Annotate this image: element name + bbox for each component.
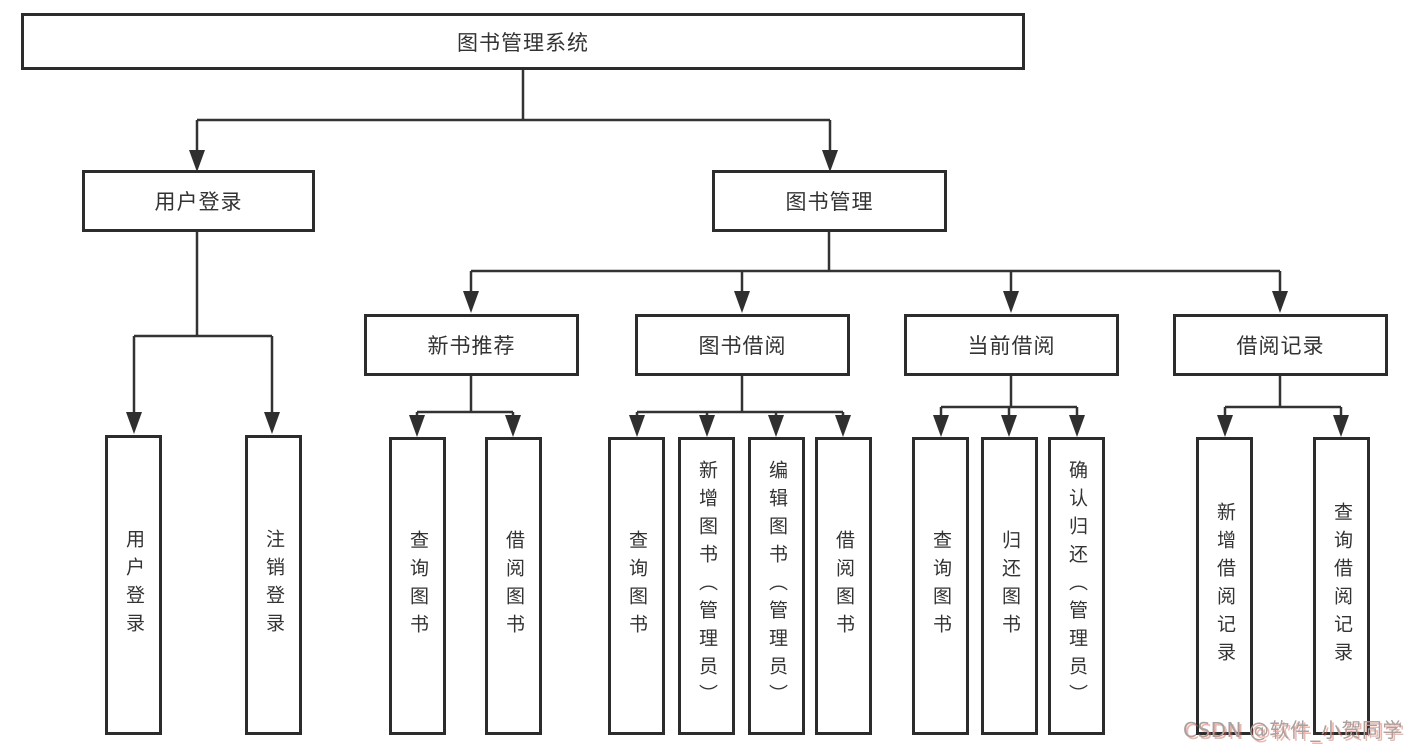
node-add-borrow-record: 新增借阅记录: [1196, 437, 1253, 735]
node-return-books: 归还图书: [981, 437, 1038, 735]
node-book-management: 图书管理: [712, 170, 947, 232]
node-edit-books-admin-label: 编辑图书（管理员）: [766, 460, 788, 712]
node-add-books-admin-label: 新增图书（管理员）: [696, 460, 718, 712]
node-add-books-admin: 新增图书（管理员）: [678, 437, 735, 735]
node-book-borrowing: 图书借阅: [635, 314, 850, 376]
node-edit-books-admin: 编辑图书（管理员）: [748, 437, 805, 735]
node-query-borrow-record-label: 查询借阅记录: [1331, 502, 1353, 670]
node-add-borrow-record-label: 新增借阅记录: [1214, 502, 1236, 670]
node-user-login: 用户登录: [82, 170, 315, 232]
node-borrow-books-borrowing: 借阅图书: [815, 437, 872, 735]
node-user-login-action-label: 用户登录: [123, 529, 145, 641]
node-borrow-books-borrowing-label: 借阅图书: [833, 530, 855, 642]
node-borrowing-records: 借阅记录: [1173, 314, 1388, 376]
node-query-books-recommend-label: 查询图书: [407, 530, 429, 642]
node-confirm-return-admin-label: 确认归还（管理员）: [1066, 460, 1088, 712]
node-query-books-current: 查询图书: [912, 437, 969, 735]
node-query-borrow-record: 查询借阅记录: [1313, 437, 1370, 735]
node-library-management-system: 图书管理系统: [21, 13, 1025, 70]
node-current-borrowing: 当前借阅: [904, 314, 1119, 376]
node-query-books-borrowing: 查询图书: [608, 437, 665, 735]
node-query-books-current-label: 查询图书: [930, 530, 952, 642]
node-new-book-recommendation: 新书推荐: [364, 314, 579, 376]
node-query-books-recommend: 查询图书: [389, 437, 446, 735]
node-borrow-books-recommend: 借阅图书: [485, 437, 542, 735]
node-user-login-action: 用户登录: [105, 435, 162, 735]
node-logout-action: 注销登录: [245, 435, 302, 735]
arrowheads: [126, 150, 1349, 437]
csdn-watermark: CSDN @软件_小贺同学: [1183, 718, 1403, 742]
node-logout-action-label: 注销登录: [263, 529, 285, 641]
node-query-books-borrowing-label: 查询图书: [626, 530, 648, 642]
node-return-books-label: 归还图书: [999, 530, 1021, 642]
node-confirm-return-admin: 确认归还（管理员）: [1048, 437, 1105, 735]
node-borrow-books-recommend-label: 借阅图书: [503, 530, 525, 642]
